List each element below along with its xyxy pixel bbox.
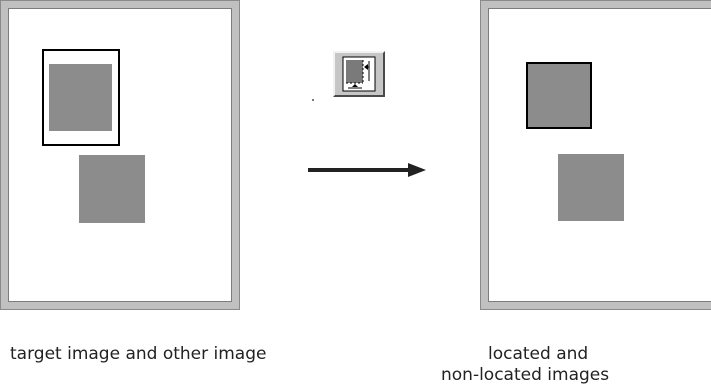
right-caption-line1: located and (488, 344, 589, 364)
target-selection-frame (42, 49, 120, 146)
target-image (49, 64, 112, 131)
non-located-image (558, 154, 624, 221)
other-image (79, 155, 145, 223)
right-arrow-icon (308, 163, 426, 177)
located-image (526, 62, 592, 129)
left-page (8, 8, 232, 302)
left-page-frame (0, 0, 240, 310)
right-page-frame (480, 0, 711, 310)
right-caption-line2: non-located images (441, 365, 610, 385)
left-caption: target image and other image (10, 344, 267, 364)
right-page (488, 8, 711, 302)
dot-mark (312, 99, 314, 101)
locate-image-button[interactable] (333, 51, 385, 97)
locate-image-icon (342, 56, 376, 92)
